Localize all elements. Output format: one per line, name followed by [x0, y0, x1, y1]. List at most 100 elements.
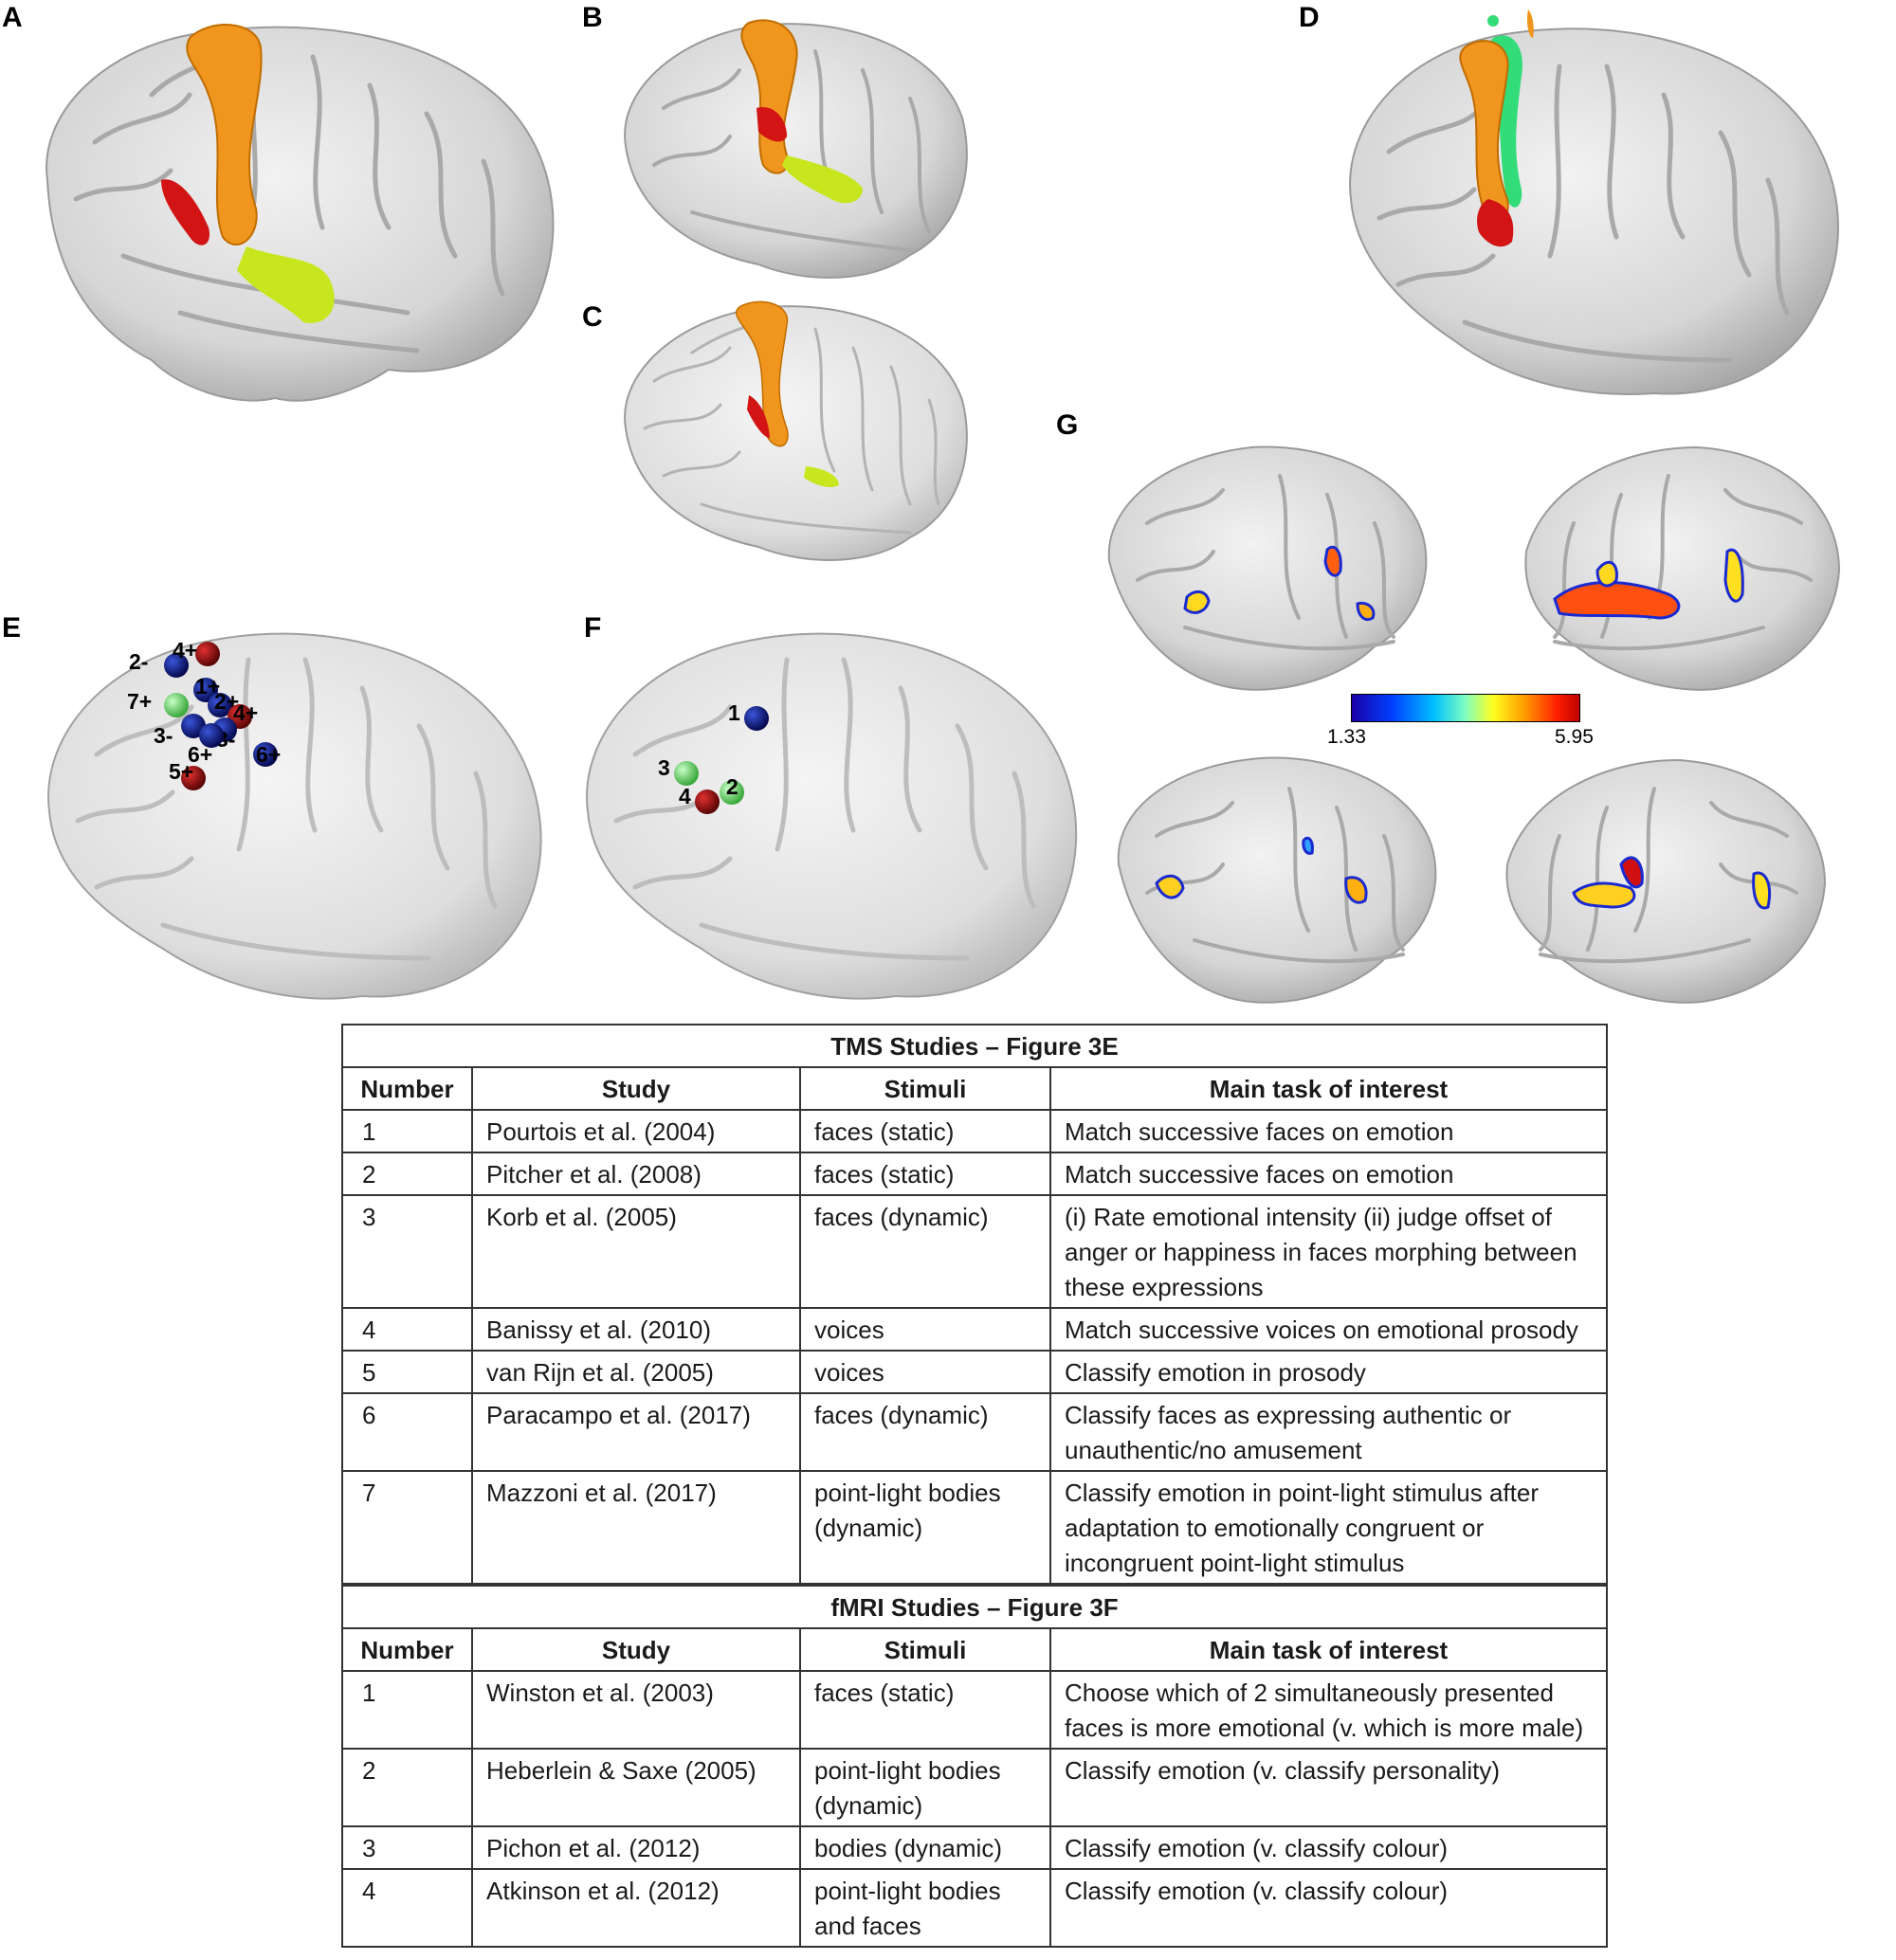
cell-number: 2: [341, 1748, 473, 1827]
cell-task: (i) Rate emotional intensity (ii) judge …: [1049, 1194, 1608, 1309]
header-stimuli: Stimuli: [799, 1066, 1051, 1111]
cell-study: Pichon et al. (2012): [471, 1825, 801, 1870]
colorbar-max-label: 5.95: [1555, 726, 1594, 748]
cell-number: 1: [341, 1109, 473, 1153]
cell-stimuli: voices: [799, 1307, 1051, 1352]
brain-panel-c: [624, 300, 968, 561]
brain-panel-a: [46, 24, 555, 402]
stimulation-site-marker: [164, 653, 189, 678]
cell-stimuli: faces (static): [799, 1670, 1051, 1750]
brain-panel-d: [1349, 9, 1839, 395]
stimulation-site-label: 2: [726, 774, 738, 799]
cell-study: Winston et al. (2003): [471, 1670, 801, 1750]
panel-label-d: D: [1299, 2, 1320, 33]
cell-study: Atkinson et al. (2012): [471, 1868, 801, 1948]
stimulation-site-marker: [199, 723, 224, 748]
stimulation-site-marker: [208, 693, 232, 717]
panel-label-g: G: [1056, 409, 1079, 441]
stimulation-site-label: 4: [679, 784, 691, 808]
cell-number: 4: [341, 1307, 473, 1352]
stimulation-site-marker: [695, 789, 720, 814]
cell-task: Choose which of 2 simultaneously present…: [1049, 1670, 1608, 1750]
stimulation-site-marker: [195, 642, 220, 666]
header-number: Number: [341, 1627, 473, 1672]
stimulation-site-label: 6+: [188, 742, 212, 767]
cell-number: 2: [341, 1152, 473, 1196]
stimulation-site-marker: [164, 693, 189, 717]
stimulation-site-marker: [744, 706, 769, 731]
brain-panel-g-bottom-left: [1117, 756, 1437, 1004]
cell-number: 3: [341, 1825, 473, 1870]
cell-stimuli: faces (static): [799, 1152, 1051, 1196]
stimulation-site-label: 1: [728, 700, 740, 725]
cell-number: 5: [341, 1350, 473, 1394]
cell-stimuli: point-light bodies and faces: [799, 1868, 1051, 1948]
cell-number: 3: [341, 1194, 473, 1309]
cell-stimuli: point-light bodies (dynamic): [799, 1748, 1051, 1827]
table-caption: fMRI Studies – Figure 3F: [341, 1585, 1608, 1629]
cell-number: 4: [341, 1868, 473, 1948]
fmri-studies-table: fMRI Studies – Figure 3F Number Study St…: [341, 1585, 1608, 1948]
cell-stimuli: faces (static): [799, 1109, 1051, 1153]
stimulation-site-label: 4+: [173, 638, 197, 662]
cell-study: van Rijn et al. (2005): [471, 1350, 801, 1394]
cell-study: Pourtois et al. (2004): [471, 1109, 801, 1153]
table-caption: TMS Studies – Figure 3E: [341, 1024, 1608, 1068]
cell-number: 6: [341, 1392, 473, 1472]
colorbar: [1351, 694, 1580, 722]
header-number: Number: [341, 1066, 473, 1111]
cell-study: Mazzoni et al. (2017): [471, 1470, 801, 1585]
header-study: Study: [471, 1066, 801, 1111]
stimulation-site-marker: [181, 766, 206, 790]
cell-number: 7: [341, 1470, 473, 1585]
cell-study: Banissy et al. (2010): [471, 1307, 801, 1352]
header-study: Study: [471, 1627, 801, 1672]
brain-panel-g-top-left: [1107, 445, 1428, 691]
header-task: Main task of interest: [1049, 1627, 1608, 1672]
header-task: Main task of interest: [1049, 1066, 1608, 1111]
stimulation-site-marker: [253, 742, 278, 767]
cell-stimuli: voices: [799, 1350, 1051, 1394]
panel-label-c: C: [582, 301, 603, 333]
cell-stimuli: faces (dynamic): [799, 1392, 1051, 1472]
panel-label-e: E: [2, 612, 22, 644]
colorbar-min-label: 1.33: [1327, 726, 1366, 748]
cell-task: Classify faces as expressing authentic o…: [1049, 1392, 1608, 1472]
cell-stimuli: bodies (dynamic): [799, 1825, 1051, 1870]
brain-panel-g-top-right: [1524, 445, 1841, 691]
cell-task: Match successive voices on emotional pro…: [1049, 1307, 1608, 1352]
panel-label-a: A: [2, 2, 23, 33]
brain-panel-b: [624, 19, 968, 279]
stimulation-site-label: 2-: [129, 649, 148, 674]
cell-number: 1: [341, 1670, 473, 1750]
stimulation-site-marker: [674, 761, 699, 786]
stimulation-site-label: 3: [658, 755, 670, 780]
stimulation-site-label: 6+: [256, 742, 281, 767]
panel-label-b: B: [582, 2, 603, 33]
cell-stimuli: point-light bodies (dynamic): [799, 1470, 1051, 1585]
stimulation-site-marker: [720, 780, 744, 805]
brain-panel-g-bottom-right: [1505, 758, 1827, 1004]
cell-task: Match successive faces on emotion: [1049, 1109, 1608, 1153]
brain-panel-f: 1 3 2 4: [586, 632, 1078, 1000]
header-stimuli: Stimuli: [799, 1627, 1051, 1672]
panel-label-f: F: [584, 612, 602, 644]
cell-study: Heberlein & Saxe (2005): [471, 1748, 801, 1827]
cell-task: Classify emotion (v. classify personalit…: [1049, 1748, 1608, 1827]
stimulation-site-label: 7+: [127, 689, 152, 714]
stimulation-site-label: 5+: [169, 759, 193, 784]
cell-task: Classify emotion in prosody: [1049, 1350, 1608, 1394]
stimulation-site-label: 3-: [154, 723, 173, 748]
cell-study: Korb et al. (2005): [471, 1194, 801, 1309]
brain-panel-e: 2-4+1+7+2+4+3-3-6+6+5+: [47, 632, 542, 1000]
cell-stimuli: faces (dynamic): [799, 1194, 1051, 1309]
